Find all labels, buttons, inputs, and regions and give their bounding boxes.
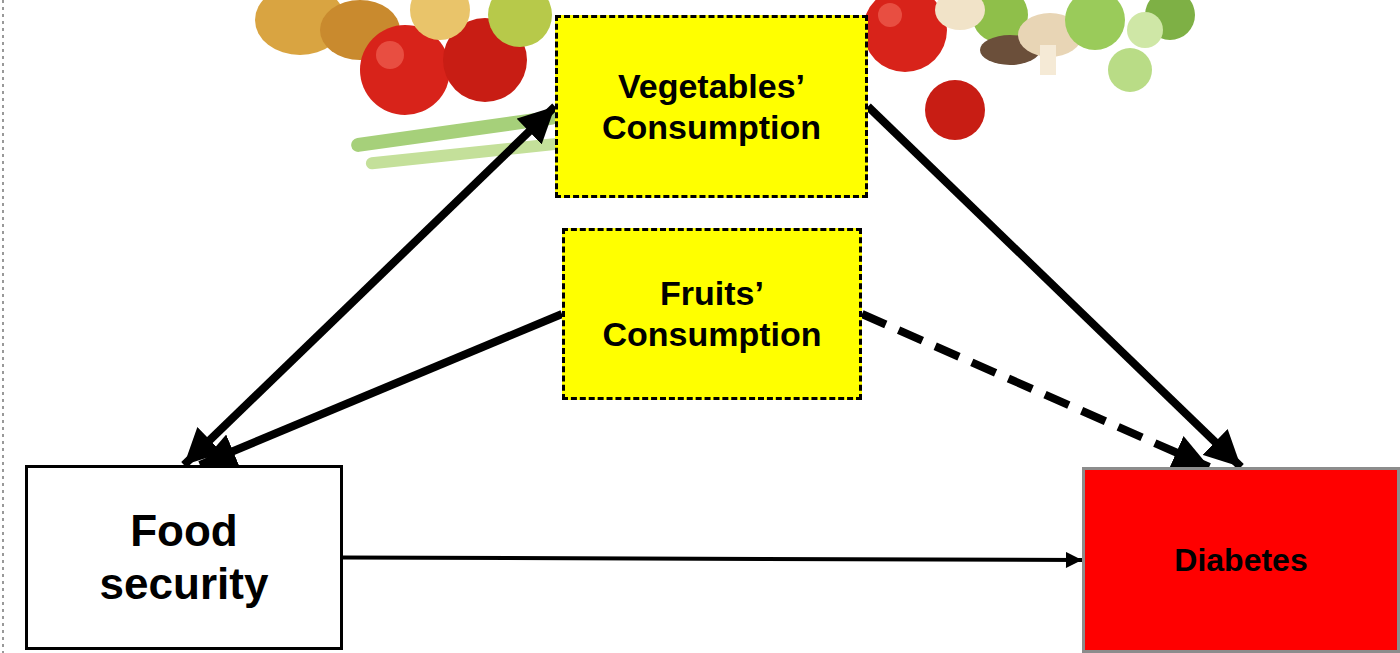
- mediator-box: Fruits’ Consumption: [562, 228, 862, 400]
- node-label: Fruits’ Consumption: [577, 273, 847, 355]
- outcome-box: Diabetes: [1082, 467, 1400, 653]
- arrow: [200, 314, 562, 465]
- node-label: Diabetes: [1174, 541, 1307, 579]
- arrow: [343, 558, 1082, 561]
- dashed-arrow: [862, 314, 1209, 467]
- dotted-border: [2, 0, 4, 653]
- arrow: [184, 107, 555, 466]
- mediator-box: Vegetables’ Consumption: [555, 15, 868, 198]
- exposure-box: Food security: [25, 465, 343, 650]
- node-label: Food security: [64, 505, 304, 611]
- node-label: Vegetables’ Consumption: [572, 66, 852, 148]
- arrow: [868, 107, 1241, 468]
